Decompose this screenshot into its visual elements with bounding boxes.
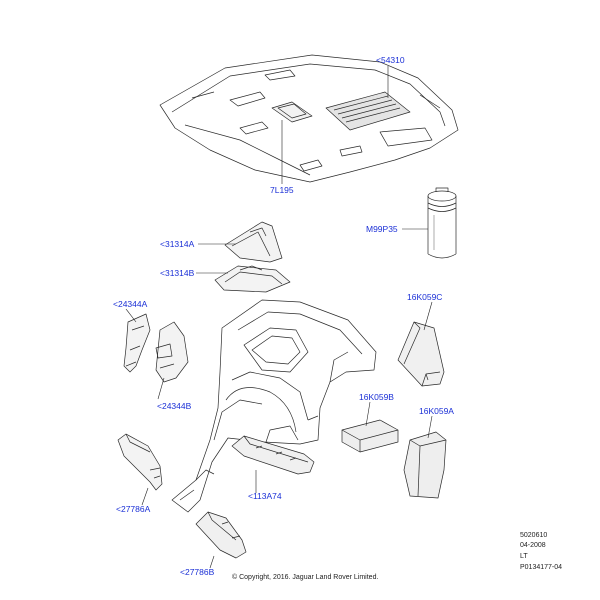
callout-16K059A[interactable]: 16K059A	[419, 406, 454, 416]
callout-54310[interactable]: <54310	[376, 55, 405, 65]
pad-16K059B	[341, 419, 399, 453]
trim-27786B	[195, 511, 247, 559]
callout-31314B[interactable]: <31314B	[160, 268, 195, 278]
pad-16K059C	[397, 321, 445, 387]
drawing-date: 04-2008	[520, 542, 546, 549]
trim-31314A	[224, 221, 283, 263]
drawing-variant: LT	[520, 553, 528, 560]
aerosol-can	[427, 187, 457, 259]
callout-16K059B[interactable]: 16K059B	[359, 392, 394, 402]
callout-16K059C[interactable]: 16K059C	[407, 292, 443, 302]
body-side-panel	[171, 299, 377, 513]
callout-M99P35[interactable]: M99P35	[366, 224, 398, 234]
pad-16K059A	[403, 431, 447, 499]
copyright-text: © Copyright, 2016. Jaguar Land Rover Lim…	[232, 574, 379, 581]
leader-lines	[125, 66, 433, 569]
callout-31314A[interactable]: <31314A	[160, 239, 195, 249]
callout-24344B[interactable]: <24344B	[157, 401, 192, 411]
trim-31314B	[214, 265, 291, 293]
headliner	[159, 54, 459, 183]
bracket-24344A	[123, 313, 151, 373]
callout-27786B[interactable]: <27786B	[180, 567, 215, 577]
callout-27786A[interactable]: <27786A	[116, 504, 151, 514]
drawing-ref: P0134177-04	[520, 564, 563, 571]
trim-27786A	[117, 433, 163, 491]
drawing-code: 5020610	[520, 532, 548, 539]
trim-113A74	[231, 435, 315, 475]
callout-113A74[interactable]: <113A74	[248, 491, 282, 501]
callout-24344A[interactable]: <24344A	[113, 299, 148, 309]
callout-7L195[interactable]: 7L195	[270, 185, 294, 195]
bracket-24344B	[155, 321, 189, 383]
sunvisor-trim	[271, 101, 313, 123]
sunroof-panel	[325, 91, 411, 131]
